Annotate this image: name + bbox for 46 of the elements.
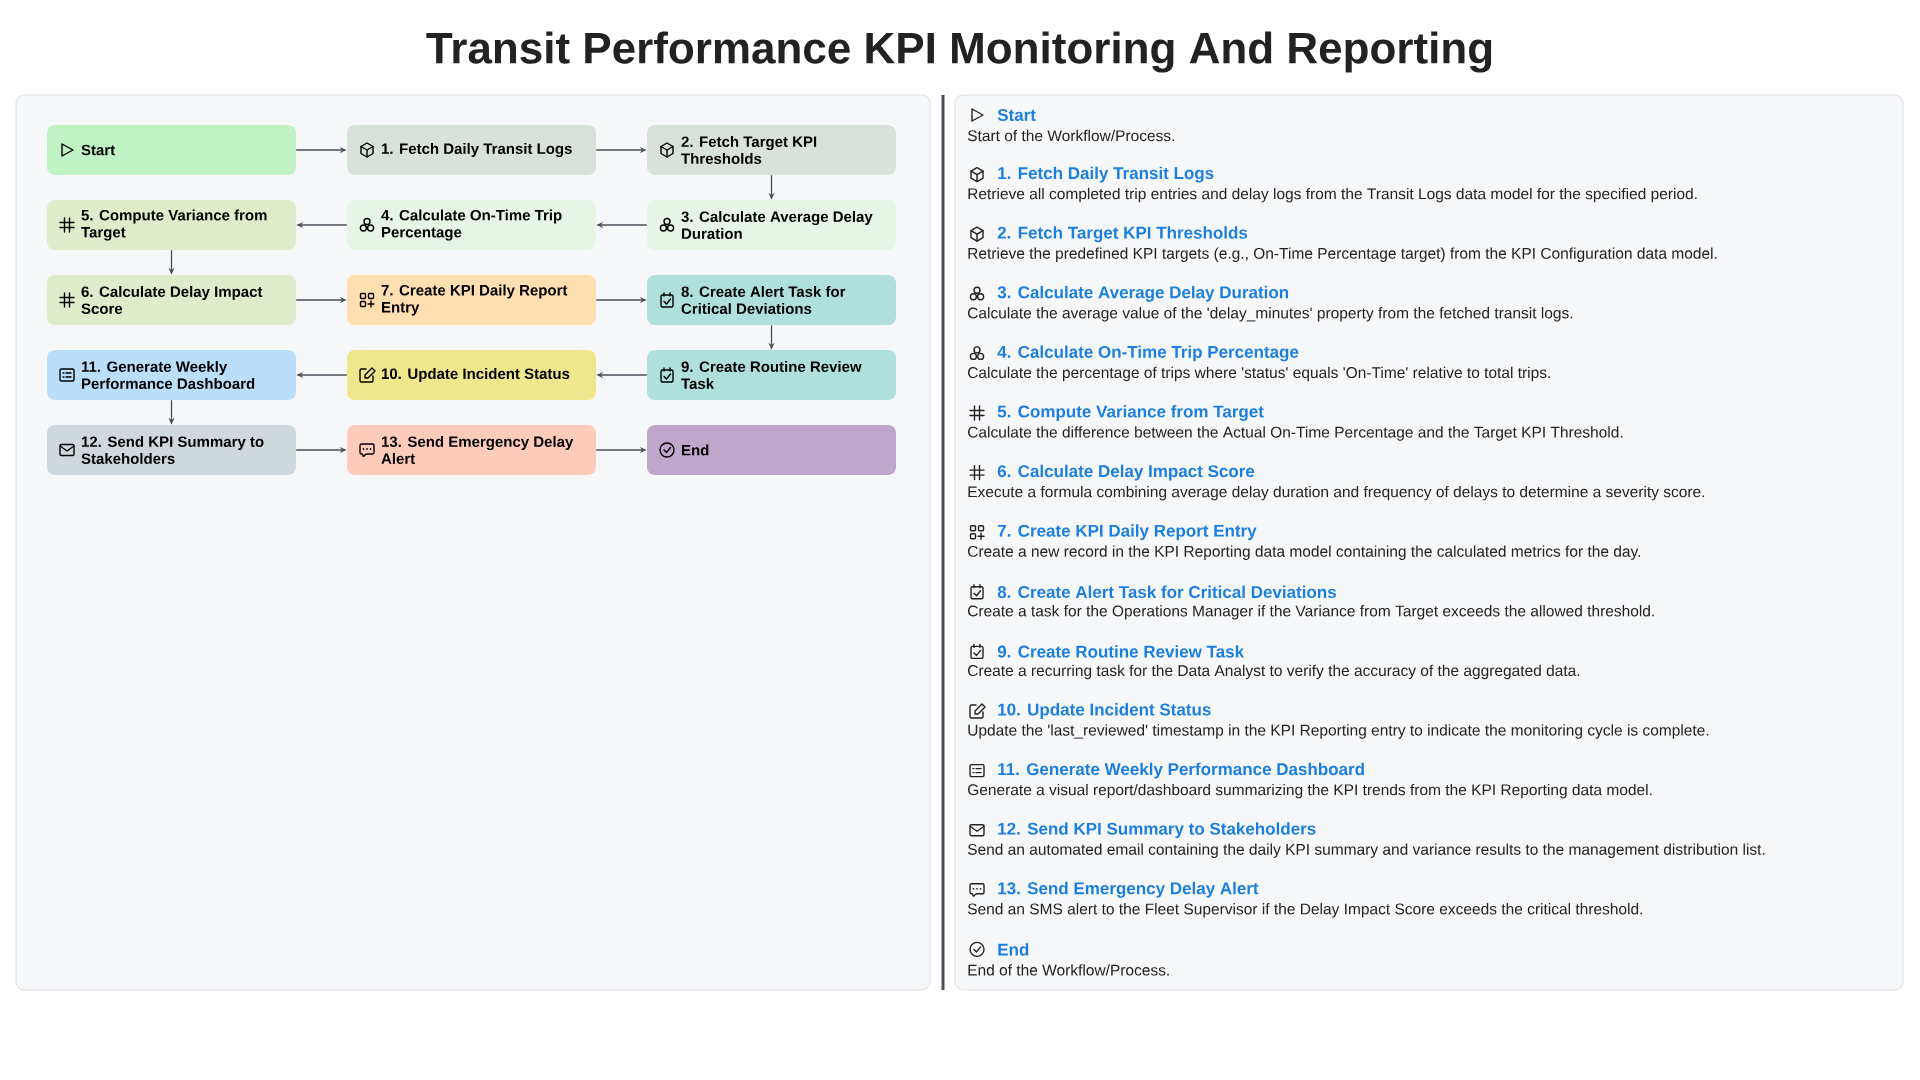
process-box: 11. Generate Weekly Performance Dashboard [47, 350, 296, 400]
step-heading: 6. Calculate Delay Impact Score [997, 464, 1255, 481]
step-heading: 10. Update Incident Status [998, 703, 1211, 719]
process-box: 3. Calculate Average Delay Duration [647, 200, 896, 250]
step-heading: 8. Create Alert Task for Critical Deviations [997, 585, 1336, 599]
step-heading: Start [997, 109, 1036, 122]
step-heading: 12. Send KPI Summary to Stakeholders [998, 822, 1316, 839]
step-description: Retrieve all completed trip entries and delay logs from the Transit Logs data model for the specified period. [968, 187, 1697, 203]
step-description: Send an SMS alert to the Fleet Supervisor if the Delay Impact Score exceeds the critical threshold. [967, 903, 1642, 918]
step-description: Create a recurring task for the Data Analyst to verify the accuracy of the aggregated data. [968, 664, 1580, 680]
step-heading: 4. Calculate On-Time Trip Percentage [997, 345, 1299, 362]
step-description: Retrieve the predefined KPI targets (e.g., On-Time Percentage target) from the KPI Configuration data model. [968, 247, 1717, 262]
step-description: Create a new record in the KPI Reporting data model containing the calculated metrics for the day. [968, 545, 1641, 560]
step-description: Create a task for the Operations Manager if the Variance from Target exceeds the allowed threshold. [968, 605, 1654, 620]
process-box: 10. Update Incident Status [347, 350, 596, 400]
step-heading: 1. Fetch Daily Transit Logs [998, 166, 1214, 183]
step-description: Start of the Workflow/Process. [967, 129, 1174, 142]
step-heading: End [998, 943, 1029, 956]
step-heading: 2. Fetch Target KPI Thresholds [997, 226, 1248, 243]
step-heading: 3. Calculate Average Delay Duration [997, 285, 1289, 302]
process-box: 7. Create KPI Daily Report Entry [347, 275, 596, 325]
title: Transit Performance KPI Monitoring And Reporting [426, 31, 1492, 73]
step-heading: 5. Compute Variance from Target [997, 405, 1264, 421]
step-description: End of the Workflow/Process. [968, 964, 1169, 976]
step-description: Update the 'last_reviewed' timestamp in the KPI Reporting entry to indicate the monitoring cycle is complete. [968, 724, 1709, 739]
process-box: Start [47, 125, 296, 175]
process-box: 8. Create Alert Task for Critical Deviations [647, 275, 896, 325]
process-box: 12. Send KPI Summary to Stakeholders [47, 425, 296, 475]
step-heading: 13. Send Emergency Delay Alert [998, 881, 1259, 898]
process-box: 2. Fetch Target KPI Thresholds [647, 125, 896, 175]
process-box: 5. Compute Variance from Target [47, 200, 296, 250]
step-heading: 11. Generate Weekly Performance Dashboard [998, 762, 1364, 779]
step-heading: 7. Create KPI Daily Report Entry [997, 524, 1257, 541]
process-box: 9. Create Routine Review Task [647, 350, 896, 400]
step-description: Send an automated email containing the daily KPI summary and variance results to the management distribution list. [967, 843, 1765, 858]
process-box: 6. Calculate Delay Impact Score [47, 275, 296, 325]
step-description: Calculate the difference between the Actual On-Time Percentage and the Target KPI Threshold. [968, 426, 1623, 441]
step-description: Calculate the average value of the 'delay_minutes' property from the fetched transit logs. [968, 307, 1573, 322]
step-description: Calculate the percentage of trips where 'status' equals 'On-Time' relative to total trips. [968, 366, 1550, 382]
process-box: 4. Calculate On-Time Trip Percentage [347, 200, 596, 250]
step-heading: 9. Create Routine Review Task [997, 645, 1245, 658]
process-box: 1. Fetch Daily Transit Logs [347, 125, 596, 175]
process-box: End [647, 425, 896, 475]
step-description: Execute a formula combining average delay duration and frequency of delays to determine a severity score. [968, 485, 1705, 501]
step-description: Generate a visual report/dashboard summarizing the KPI trends from the KPI Reporting data model. [968, 783, 1652, 799]
process-box: 13. Send Emergency Delay Alert [347, 425, 596, 475]
